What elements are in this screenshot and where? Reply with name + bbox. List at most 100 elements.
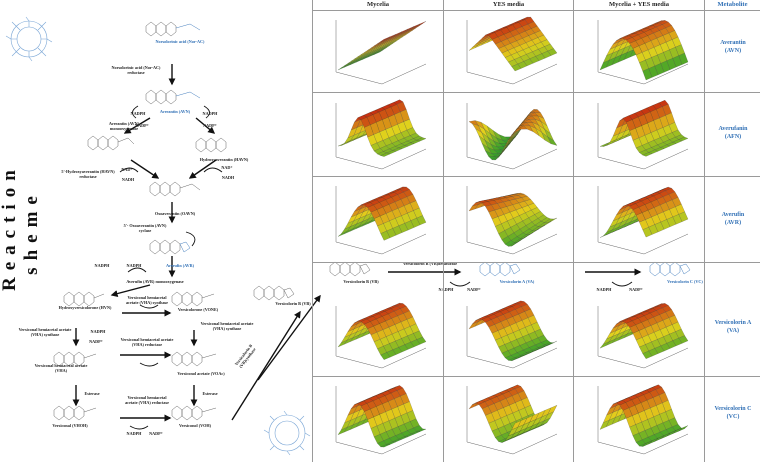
plot-axes (335, 103, 427, 170)
label-oavn-cyclase: 5'- Oxoaverantin (AVN) cyclase (123, 223, 167, 233)
grid-line (312, 10, 760, 11)
surface-plot (335, 186, 427, 255)
surface-plot (466, 384, 558, 455)
surface-facet (380, 152, 391, 157)
surface-facet (511, 128, 522, 135)
column-header-yes-media: YES media (492, 1, 525, 8)
label-vha-synthase: Versiconal hemiacetal acetate (VHA) synt… (18, 327, 72, 337)
label-nadp: NADP⁺ (149, 431, 163, 436)
surface-plot (335, 385, 427, 455)
surface-plot-panel (457, 180, 561, 258)
label-nor-ac: Norsolorinic acid (Nor-AC) (155, 39, 205, 44)
label-versicolorin-c: Versicolorin C (VC) (667, 279, 703, 284)
label-nad: NAD⁺ (121, 167, 133, 172)
surface-plot (597, 20, 689, 85)
label-oxoaverantin: Oxoaverantin (OAVN) (154, 211, 196, 216)
surface-plot-panel (457, 14, 561, 88)
label-vha: Versiconal hemiacetal acetate (VHA) (34, 363, 88, 373)
surface-plot (335, 303, 427, 369)
surface-facet (380, 352, 391, 360)
surface-facet (642, 227, 653, 238)
label-vha-synthase: Versiconal hemiacetal acetate (VHA) synt… (200, 321, 254, 331)
label-averantin: Averantin (AVN) (159, 109, 191, 114)
surface-facet (468, 44, 479, 51)
surface-plot-panel (457, 97, 561, 173)
plot-axes (335, 186, 427, 255)
label-vha-reductase: Versiconal hemiacetal acetate (VHA) redu… (125, 395, 169, 405)
plot-axes (335, 386, 427, 455)
surface-plot-panel (326, 300, 430, 372)
label-nadph: NADPH (596, 287, 612, 292)
label-nadh: NADH (221, 175, 235, 180)
label-nadph: NADPH (202, 111, 218, 116)
surface-plot (335, 99, 427, 170)
cyclodextrin-icon (5, 16, 53, 62)
label-nadph: NADPH (94, 263, 110, 268)
column-header-metabolite: Metabolite (717, 1, 748, 8)
label-hydroxyaverantin: Hydroxyaverantin (HAVN) (199, 157, 249, 162)
label-nadp: NADP⁺ (203, 123, 217, 128)
plot-axes (597, 306, 689, 369)
label-nadp: NADP⁺ (135, 123, 149, 128)
surface-plot-panel (326, 97, 430, 173)
surface-facet (380, 36, 391, 42)
label-averufin: Averufin (AVR) (165, 263, 195, 268)
surface-facet (380, 444, 391, 448)
label-vb-desaturase: Versicolorin B (VB)desaturase (402, 261, 458, 266)
grid-line (312, 92, 760, 93)
plot-axes (597, 20, 689, 85)
surface-plot (466, 16, 558, 85)
surface-facet (642, 440, 653, 447)
label-nad: NAD⁺ (221, 165, 233, 170)
plot-axes (466, 20, 558, 85)
plot-axes (597, 386, 689, 455)
surface-facet (416, 21, 427, 27)
surface-facet (337, 65, 348, 71)
surface-plot-panel (326, 180, 430, 258)
surface-plot-panel (588, 180, 692, 258)
metabolite-label-va: Versicolorin A(VA) (714, 320, 752, 334)
plot-axes (466, 386, 558, 455)
surface-plot (466, 186, 558, 255)
grid-line (704, 0, 705, 462)
plot-axes (335, 306, 427, 369)
label-nadp: NADP⁺ (89, 339, 103, 344)
grid-line (312, 0, 313, 462)
surface-plot (597, 384, 689, 455)
surface-plot-panel (457, 380, 561, 458)
surface-plot (335, 20, 427, 85)
surface-facet (380, 230, 391, 241)
grid-line (443, 0, 444, 462)
label-versicolorin-a: Versicolorin A (VA) (499, 279, 535, 284)
label-vha-reductase: Versiconal hemiacetal acetate (VHA) redu… (120, 337, 174, 347)
grid-line (312, 262, 760, 263)
surface-plot (597, 303, 689, 369)
surface-facet (511, 420, 522, 430)
label-nadph: NADPH (126, 431, 142, 436)
metabolite-label-vc: Versicolorin C(VC) (714, 406, 752, 420)
surface-plot-panel (588, 380, 692, 458)
label-versiconol-acetate: Versiconol acetate (VOAc) (177, 371, 225, 376)
label-versiconal: Versiconal (VHOH) (52, 423, 88, 428)
label-nor-ac-reductase: Norsolorinic acid (Nor-AC) reductase (111, 65, 161, 75)
surface-facet (341, 62, 351, 68)
label-averufin-monooxygenase: Averufin (AVR) monooxygenase (126, 279, 184, 284)
label-nadp: NADP⁺ (629, 287, 643, 292)
label-versiconol: Versiconol (VOH) (179, 423, 211, 428)
surface-plot-panel (457, 300, 561, 372)
surface-facet (511, 239, 522, 247)
surface-plot (597, 100, 689, 170)
surface-plot (466, 300, 558, 369)
label-nadph: NADPH (126, 263, 142, 268)
surface-plot-panel (588, 300, 692, 372)
label-hydroxyversicolorone: Hydroxyversicolorone (HVN) (58, 305, 112, 310)
label-esterase: Esterase (202, 391, 218, 396)
surface-facet (511, 356, 522, 361)
label-versicolorin-b: Versicolorin B (VB) (275, 301, 311, 306)
surface-plot (597, 186, 689, 255)
surface-plot-panel (326, 14, 430, 88)
label-nadph: NADPH (130, 111, 146, 116)
plot-axes (597, 186, 689, 255)
plot-axes (597, 103, 689, 170)
